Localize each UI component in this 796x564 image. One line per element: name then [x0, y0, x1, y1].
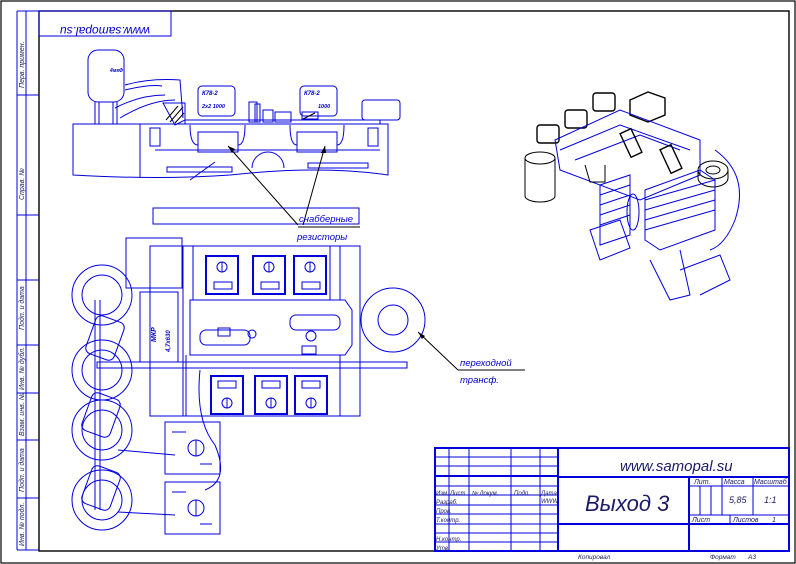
callout-transformer-line1: переходной: [460, 358, 512, 369]
terminal-blocks: [117, 369, 222, 535]
svg-text:№ докум.: № докум.: [472, 490, 498, 497]
ferrite-rings: [71, 264, 408, 531]
callout-snubber-line2: резисторы: [296, 232, 347, 243]
stamp-label: Подп. и дата: [18, 286, 26, 330]
transformer-ring: [360, 287, 426, 353]
relay-box: [197, 85, 236, 117]
title-block-website: www.samopal.su: [620, 458, 733, 475]
mirrored-website-box: www.samopal.su: [38, 10, 172, 38]
inner-frame: [38, 10, 790, 552]
transistor-row-top: [205, 255, 327, 295]
side-view-drawing: 4мкФ К78-2 2х2 1000 К78-2 1000: [72, 49, 401, 181]
callout-leaders: [227, 145, 525, 371]
stamp-label: Справ. №: [19, 168, 26, 200]
mass-value: 5,85: [729, 495, 748, 505]
title-block: [434, 447, 790, 552]
relay-mark: К78-2: [304, 91, 320, 97]
scale-value: 1:1: [764, 495, 777, 505]
svg-text:Утв.: Утв.: [435, 546, 450, 552]
pcb-outline: [189, 299, 353, 356]
scale-label: Масштаб: [754, 478, 788, 486]
isometric-view-drawing: [524, 91, 740, 301]
signature-rows: Разраб. Пров. Т.контр. Н.контр. Утв.: [435, 500, 461, 552]
svg-text:WWW: WWW: [541, 499, 559, 505]
snubber-resistor: [197, 131, 239, 153]
stamp-label: Перв. примен.: [19, 41, 26, 88]
relay-mark: К78-2: [202, 91, 218, 97]
format-label: Формат: [710, 554, 736, 561]
callout-snubber-line1: снабберные: [299, 214, 353, 225]
svg-text:Пров.: Пров.: [436, 509, 452, 515]
sheets-value: 1: [772, 517, 776, 524]
revision-headers: Изм. Лист № докум. Подп. Дата WWW: [436, 490, 559, 505]
capacitor-mark: 4,7х630: [166, 330, 172, 353]
svg-text:Дата: Дата: [540, 491, 557, 497]
capacitor-top: [125, 237, 183, 289]
lit-label: Лит.: [693, 479, 710, 486]
svg-text:Разраб.: Разраб.: [436, 500, 458, 506]
format-value: А3: [747, 554, 756, 561]
top-view-drawing: МКР 4,7х630: [71, 207, 426, 535]
side-stamp: Перв. примен. Справ. № Подп. и дата Инв.…: [16, 10, 39, 551]
relay-mark: 2х2 1000: [201, 104, 225, 110]
svg-text:Н.контр.: Н.контр.: [436, 537, 461, 543]
sheet-label: Лист: [691, 517, 710, 524]
svg-text:Подп.: Подп.: [514, 491, 530, 497]
svg-text:Изм.: Изм.: [436, 491, 449, 497]
capacitor-can: [87, 49, 125, 103]
drawing-title: Выход 3: [585, 491, 670, 516]
capacitor-mark: 4мкФ: [109, 68, 123, 74]
svg-text:Лист: Лист: [449, 491, 465, 497]
stamp-label: Подп. и дата: [18, 448, 26, 492]
snubber-resistor: [296, 131, 338, 153]
relay-mark: 1000: [318, 104, 330, 110]
component-outline: [361, 99, 401, 121]
mirrored-website-text: www.samopal.su: [60, 24, 150, 38]
capacitor-mark: МКР: [151, 327, 158, 342]
callout-transformer-line2: трансф.: [460, 375, 499, 386]
mass-label: Масса: [724, 479, 745, 486]
stamp-label: Инв. № подл.: [18, 503, 26, 546]
copied-label: Копировал: [578, 554, 611, 561]
stamp-label: Инв. № дубл.: [18, 347, 26, 390]
transistor-row-bottom: [210, 375, 328, 415]
stamp-label: Взам. инв. №: [19, 392, 26, 436]
sheets-label: Листов: [732, 517, 759, 524]
svg-text:Т.контр.: Т.контр.: [436, 518, 460, 524]
